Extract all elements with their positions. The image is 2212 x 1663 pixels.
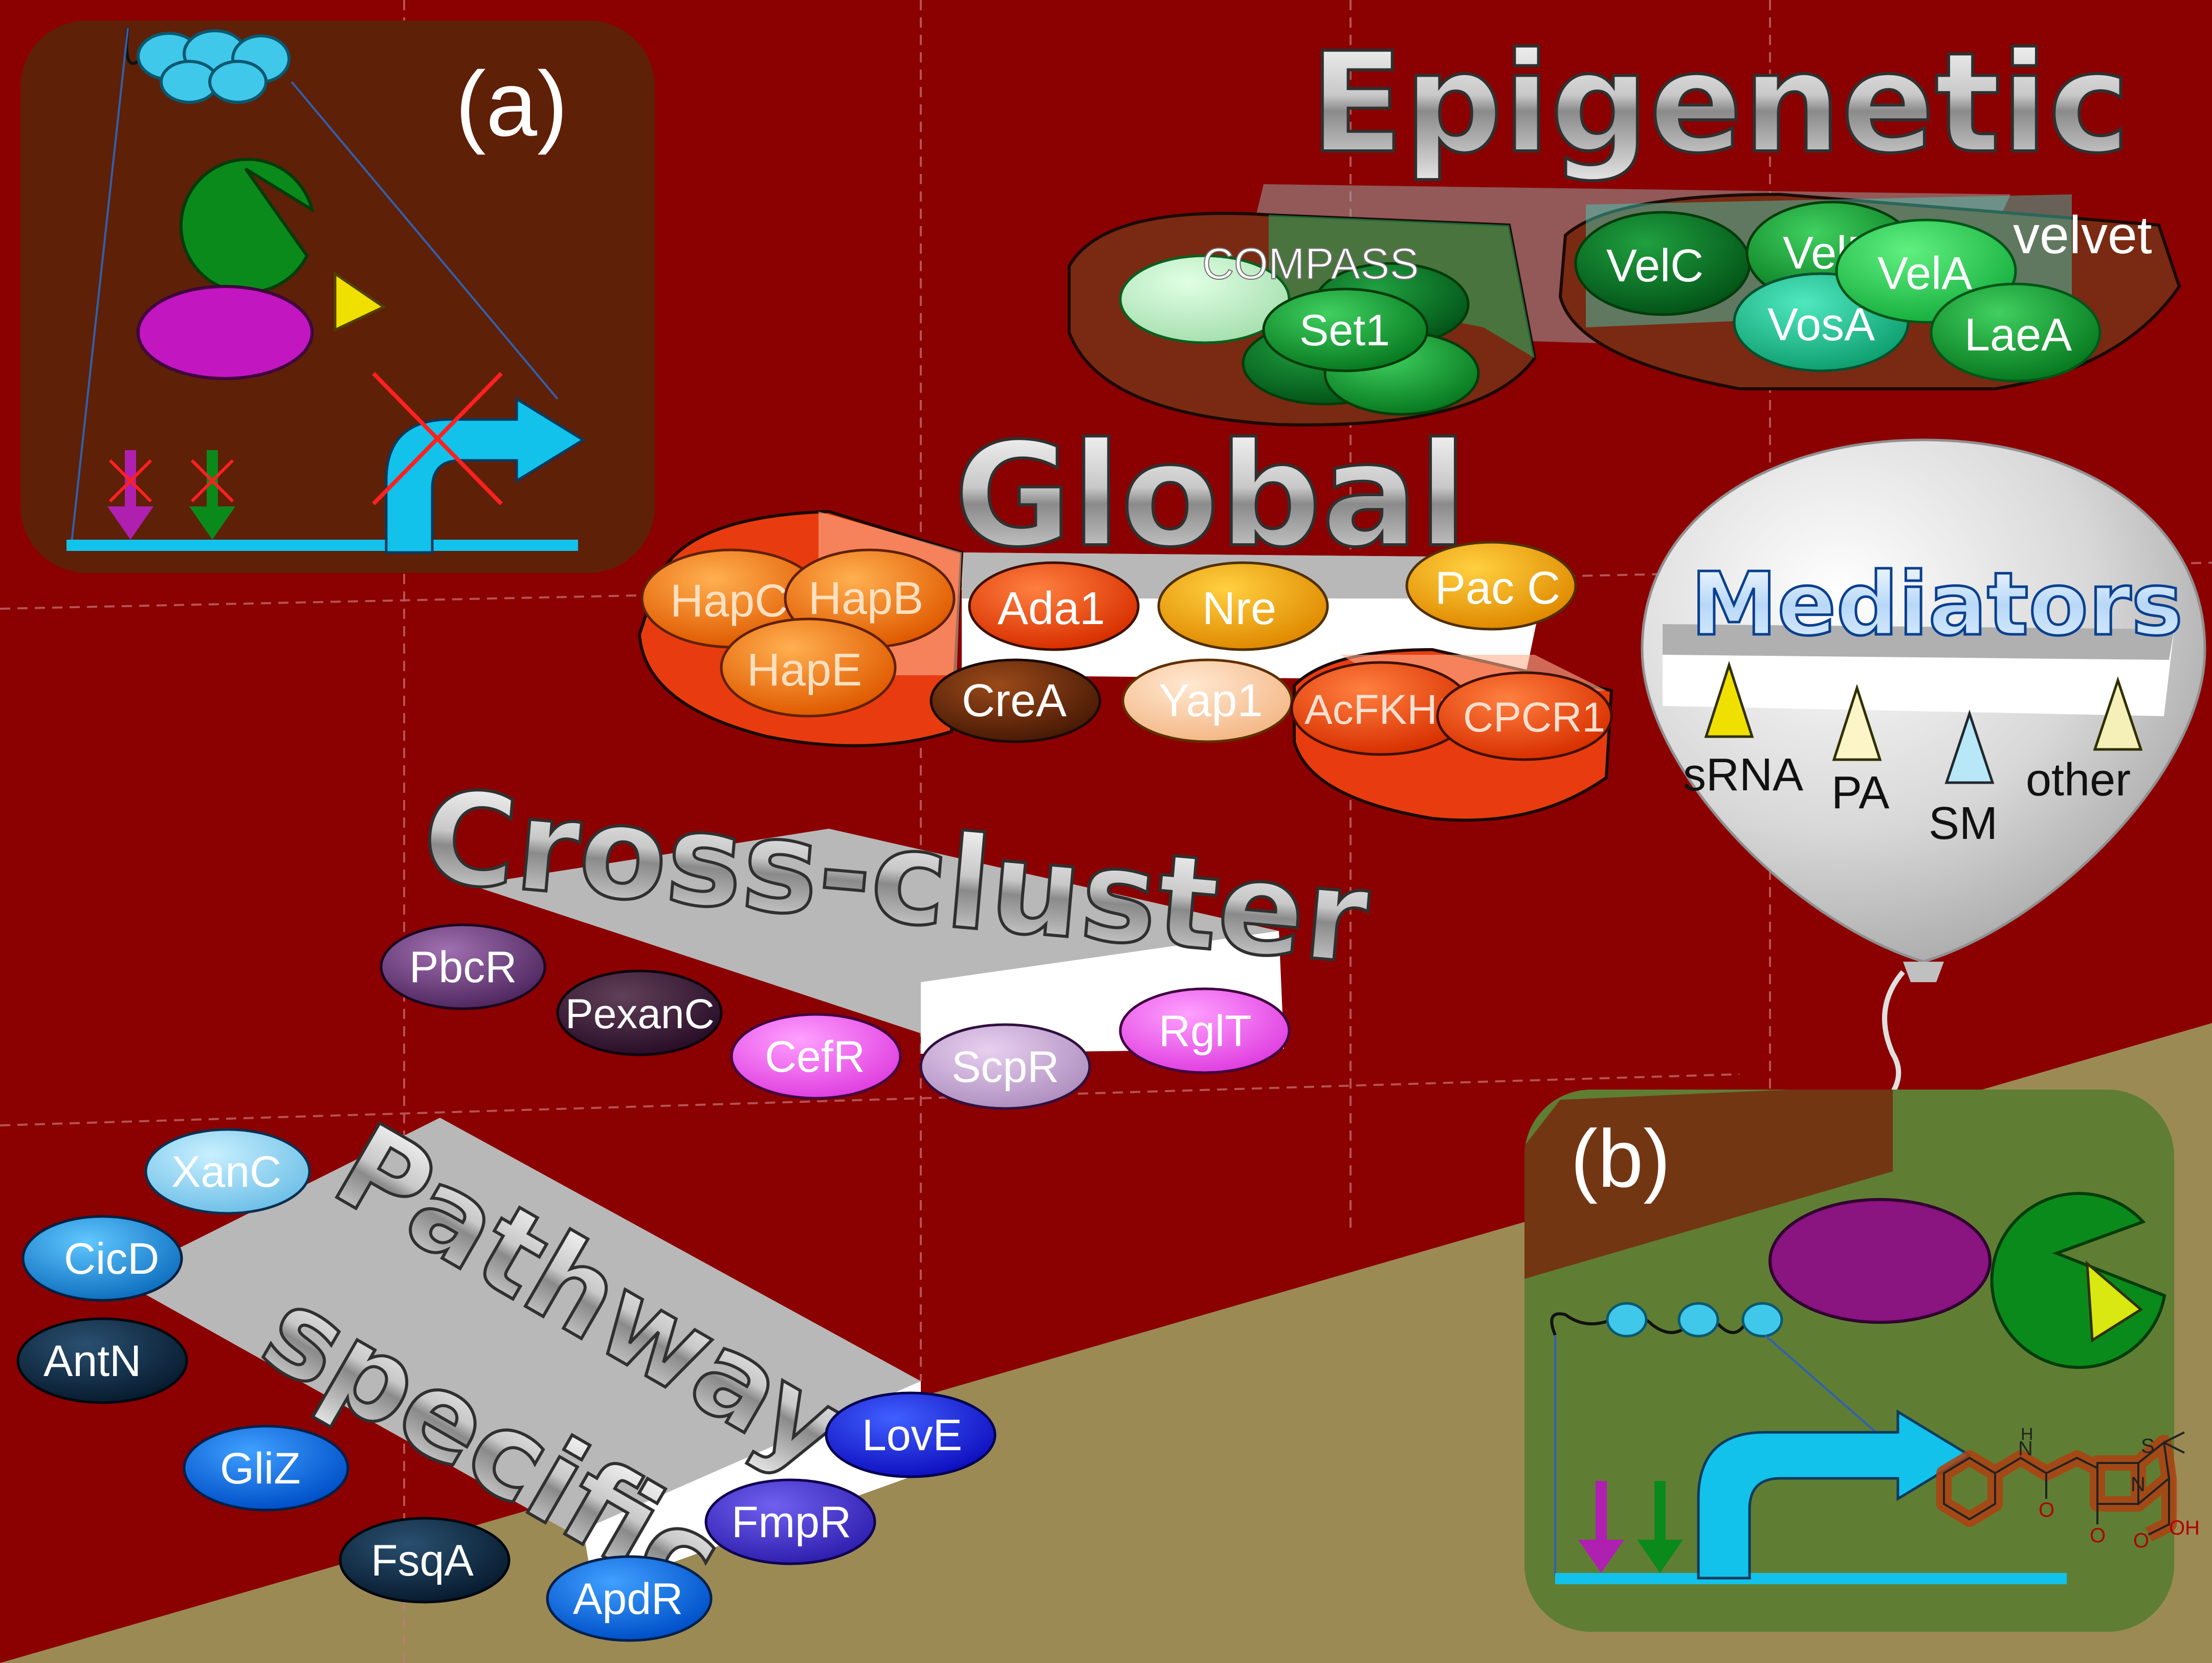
- panel-b: (b): [1524, 1090, 2200, 1632]
- acfkh1-label: AcFKH1: [1304, 686, 1461, 733]
- xanc-regulator: [144, 1128, 311, 1215]
- gliz-label: GliZ: [220, 1444, 301, 1493]
- molecule-h-label: H: [2021, 1425, 2033, 1444]
- mediator-triangle-icon: [2086, 1260, 2143, 1343]
- laea-subunit: [1930, 282, 2102, 383]
- cpcr1-label: CPCR1: [1463, 694, 1605, 741]
- ada1-regulator: [968, 561, 1140, 651]
- nucleosome-cluster-icon: [125, 28, 291, 104]
- srna-label: sRNA: [1683, 749, 1803, 801]
- molecule-o2-label: O: [2090, 1524, 2106, 1547]
- srna-triangle-icon: [1704, 660, 1754, 738]
- hapb-label: HapB: [808, 573, 923, 624]
- cicd-label: CicD: [64, 1234, 159, 1283]
- penicillin-structure: [1943, 1431, 2185, 1536]
- xanc-label: XanC: [171, 1147, 281, 1196]
- cicd-regulator: [21, 1215, 183, 1302]
- pexanc-label: PexanC: [565, 991, 715, 1037]
- other-label: other: [2026, 755, 2131, 806]
- panel-b-label: (b): [1570, 1113, 1671, 1204]
- activator-pacman-icon: [179, 158, 315, 294]
- rglt-regulator: [1119, 987, 1291, 1074]
- pacc-label: Pac C: [1435, 563, 1560, 614]
- scpr-label: ScpR: [952, 1043, 1059, 1092]
- molecule-o3-label: O: [2133, 1529, 2149, 1552]
- gliz-regulator: [183, 1425, 349, 1512]
- purple-binding-arrow-icon: [1578, 1481, 1624, 1573]
- green-binding-arrow-icon: [189, 450, 235, 540]
- velc-label: VelC: [1606, 240, 1704, 292]
- yap1-label: Yap1: [1159, 675, 1263, 726]
- crea-regulator: [930, 658, 1101, 743]
- crea-label: CreA: [962, 675, 1067, 726]
- cefr-regulator: [730, 1013, 902, 1100]
- transcription-factor-icon: [137, 285, 314, 380]
- transcription-factor-icon: [1768, 1198, 1992, 1324]
- antn-label: AntN: [43, 1337, 141, 1386]
- antn-regulator: [16, 1317, 188, 1404]
- apdr-regulator: [546, 1555, 713, 1642]
- cefr-label: CefR: [765, 1032, 865, 1081]
- mediators-title: Mediators: [1691, 554, 2183, 655]
- fmpr-regulator: [704, 1478, 876, 1565]
- green-binding-arrow-icon: [1637, 1481, 1683, 1573]
- purple-binding-arrow-icon: [107, 450, 153, 540]
- pa-label: PA: [1831, 767, 1889, 818]
- pexanc-regulator: [556, 969, 723, 1056]
- molecule-o1-label: O: [2039, 1499, 2054, 1521]
- compass-label: COMPASS: [1202, 239, 1419, 289]
- molecule-s-label: S: [2141, 1435, 2155, 1457]
- global-tier: Global HapC HapB HapE Ada1 Nre Pac C Cre…: [637, 411, 1613, 822]
- pa-triangle-icon: [1832, 683, 1882, 761]
- sm-label: SM: [1929, 798, 1998, 849]
- hapc-label: HapC: [670, 575, 788, 627]
- hape-label: HapE: [747, 645, 862, 696]
- dna-strand: [1555, 1573, 2067, 1584]
- vosa-label: VosA: [1767, 299, 1875, 350]
- epigenetic-title: Epigenetic: [1310, 23, 2130, 184]
- panel-a: (a): [20, 20, 655, 573]
- laea-label: LaeA: [1964, 309, 2072, 361]
- fmpr-label: FmpR: [732, 1498, 851, 1547]
- set1-label: Set1: [1299, 306, 1390, 355]
- panel-a-label: (a): [455, 53, 568, 156]
- hape-subunit: [720, 617, 897, 718]
- rglt-label: RglT: [1159, 1007, 1252, 1056]
- dna-strand: [67, 540, 578, 551]
- epigenetic-tier: Epigenetic COMPASS Set1 velvet VelC VelB…: [1068, 21, 2181, 427]
- vela-label: VelA: [1877, 248, 1972, 299]
- cpcr1-regulator: [1436, 671, 1613, 761]
- sm-triangle-icon: [1944, 709, 1995, 784]
- activator-pacman-icon: [1990, 1192, 2166, 1369]
- molecule-n-label: N: [2018, 1437, 2033, 1460]
- mediators-balloon: Mediators sRNA PA SM other: [1641, 438, 2206, 1107]
- pbcr-regulator: [380, 923, 546, 1010]
- molecule-n2-label: N: [2131, 1473, 2145, 1496]
- mediator-triangle-icon: [334, 271, 387, 332]
- pbcr-label: PbcR: [409, 943, 517, 992]
- set1-subunit: [1262, 287, 1429, 372]
- fsqa-label: FsqA: [371, 1536, 474, 1585]
- global-title: Global: [954, 412, 1468, 579]
- fsqa-regulator: [339, 1517, 511, 1604]
- other-triangle-icon: [2093, 676, 2143, 751]
- love-label: LovE: [862, 1411, 962, 1460]
- nre-label: Nre: [1202, 583, 1276, 634]
- love-regulator: [825, 1391, 997, 1478]
- pacc-regulator: [1405, 541, 1577, 631]
- ada1-label: Ada1: [998, 583, 1105, 634]
- molecule-oh-label: OH: [2169, 1517, 2200, 1539]
- apdr-label: ApdR: [573, 1575, 683, 1624]
- scpr-regulator: [919, 1023, 1091, 1110]
- nucleosome-strand-icon: [1550, 1302, 1783, 1338]
- velvet-label: velvet: [2013, 206, 2152, 265]
- active-transcription-arrow-icon: [1697, 1409, 1972, 1580]
- nre-regulator: [1157, 561, 1329, 651]
